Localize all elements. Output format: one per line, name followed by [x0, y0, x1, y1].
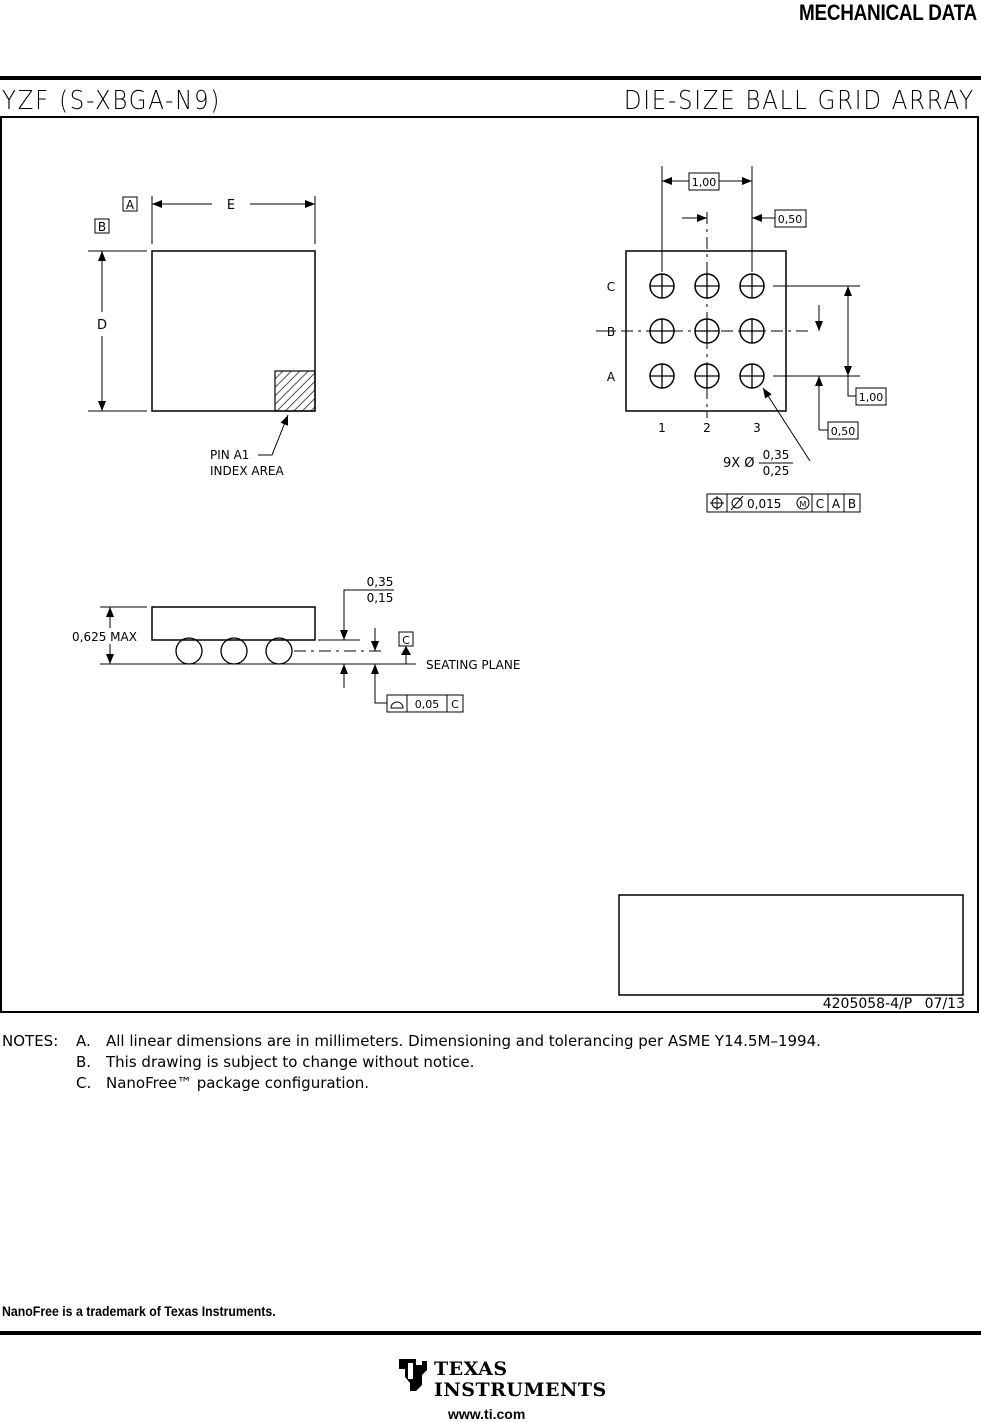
coplanarity-datum-label: C — [451, 698, 459, 711]
coplanarity-label: 0,05 — [415, 698, 440, 711]
ball-c2 — [694, 273, 720, 299]
col-label-2: 2 — [703, 421, 711, 435]
datum-a-label: A — [126, 198, 135, 212]
height-label: 0,625 MAX — [72, 630, 137, 644]
bottom-view: 1,00 0,50 1,00 0,50 C B A 1 2 3 9X Ø 0,3… — [596, 166, 887, 513]
ti-logo-icon — [399, 1359, 427, 1391]
fcf-datum-1: C — [816, 497, 824, 511]
ball-b2 — [694, 318, 720, 344]
standoff-max-label: 0,35 — [367, 575, 394, 589]
ball-a1 — [649, 363, 675, 389]
ball-b3 — [739, 318, 765, 344]
pin-a1-label: PIN A1 — [210, 448, 249, 462]
ball-count-label: 9X Ø — [723, 456, 755, 471]
fcf-datum-3: B — [848, 497, 856, 511]
document-number: 4205058-4/P 07/13 — [822, 996, 965, 1012]
ball-c3 — [739, 273, 765, 299]
row-label-c: C — [607, 280, 615, 294]
section-header: MECHANICAL DATA — [799, 0, 977, 25]
row-label-b: B — [607, 325, 615, 339]
datum-b-box — [94, 218, 110, 234]
side-view: 0,625 MAX 0,35 0,15 C SEATING PLANE 0,05… — [72, 575, 520, 713]
index-area-label: INDEX AREA — [210, 464, 285, 478]
ball-grid — [649, 273, 765, 389]
ball-min-label: 0,25 — [763, 464, 790, 478]
side-ball-3 — [265, 637, 293, 665]
ti-url[interactable]: www.ti.com — [448, 1406, 526, 1422]
note-text: This drawing is subject to change withou… — [106, 1053, 475, 1071]
feature-control-frame: 0,015 M C A B — [706, 493, 861, 513]
note-letter: C. — [76, 1074, 92, 1092]
package-designator: YZF (S-XBGA-N9) — [2, 86, 222, 116]
datum-b-label: B — [98, 220, 106, 234]
notes-section: NOTES: A. All linear dimensions are in mil… — [2, 1031, 821, 1094]
note-text: NanoFree™ package configuration. — [106, 1074, 370, 1092]
standoff-min-label: 0,15 — [367, 591, 394, 605]
trademark-notice: NanoFree is a trademark of Texas Instrum… — [2, 1303, 276, 1319]
drawing-frame — [0, 116, 979, 1013]
note-text: All linear dimensions are in millimeters… — [106, 1032, 821, 1050]
pin-a1-index-area — [274, 370, 316, 412]
note-letter: A. — [76, 1032, 91, 1050]
brand-line-2: INSTRUMENTS — [434, 1379, 607, 1401]
ball-c1 — [649, 273, 675, 299]
fcf-datum-2: A — [832, 497, 841, 511]
col-label-1: 1 — [658, 421, 666, 435]
fcf-value-label: 0,015 — [747, 497, 781, 511]
package-outline — [151, 250, 316, 412]
revision-box — [618, 894, 964, 996]
dim-d-label: D — [97, 318, 107, 333]
mmc-icon — [796, 496, 810, 510]
ball-a3 — [739, 363, 765, 389]
notes-label: NOTES: — [2, 1032, 59, 1050]
profile-surface-icon — [390, 701, 404, 709]
side-ball-1 — [175, 637, 203, 665]
datum-a-box — [122, 196, 138, 212]
dim-e-label: E — [227, 198, 235, 213]
fcf-mmc-label: M — [800, 500, 807, 509]
note-letter: B. — [76, 1053, 92, 1071]
ball-max-label: 0,35 — [763, 448, 790, 462]
bottom-rule — [0, 1331, 981, 1335]
pitch-right-label: 1,00 — [859, 391, 884, 404]
ti-brand: TEXAS INSTRUMENTS — [434, 1359, 607, 1401]
top-view: E A D B PIN A1 INDEX AREA — [88, 196, 316, 478]
ball-a2 — [694, 363, 720, 389]
package-type: DIE-SIZE BALL GRID ARRAY — [623, 86, 975, 116]
datum-c-label: C — [402, 634, 410, 647]
col-label-3: 3 — [753, 421, 761, 435]
offset-right-label: 0,50 — [831, 425, 856, 438]
ball-b1 — [649, 318, 675, 344]
seating-plane-label: SEATING PLANE — [426, 658, 520, 672]
brand-line-1: TEXAS — [434, 1358, 508, 1380]
mechanical-drawing: E A D B PIN A1 INDEX AREA 1,00 0,50 — [0, 116, 979, 1013]
side-ball-2 — [220, 637, 248, 665]
row-label-a: A — [607, 370, 616, 384]
top-rule — [0, 76, 981, 80]
side-body — [151, 606, 316, 641]
diameter-icon — [731, 497, 743, 509]
offset-top-label: 0,50 — [778, 213, 803, 226]
pitch-top-label: 1,00 — [692, 176, 717, 189]
